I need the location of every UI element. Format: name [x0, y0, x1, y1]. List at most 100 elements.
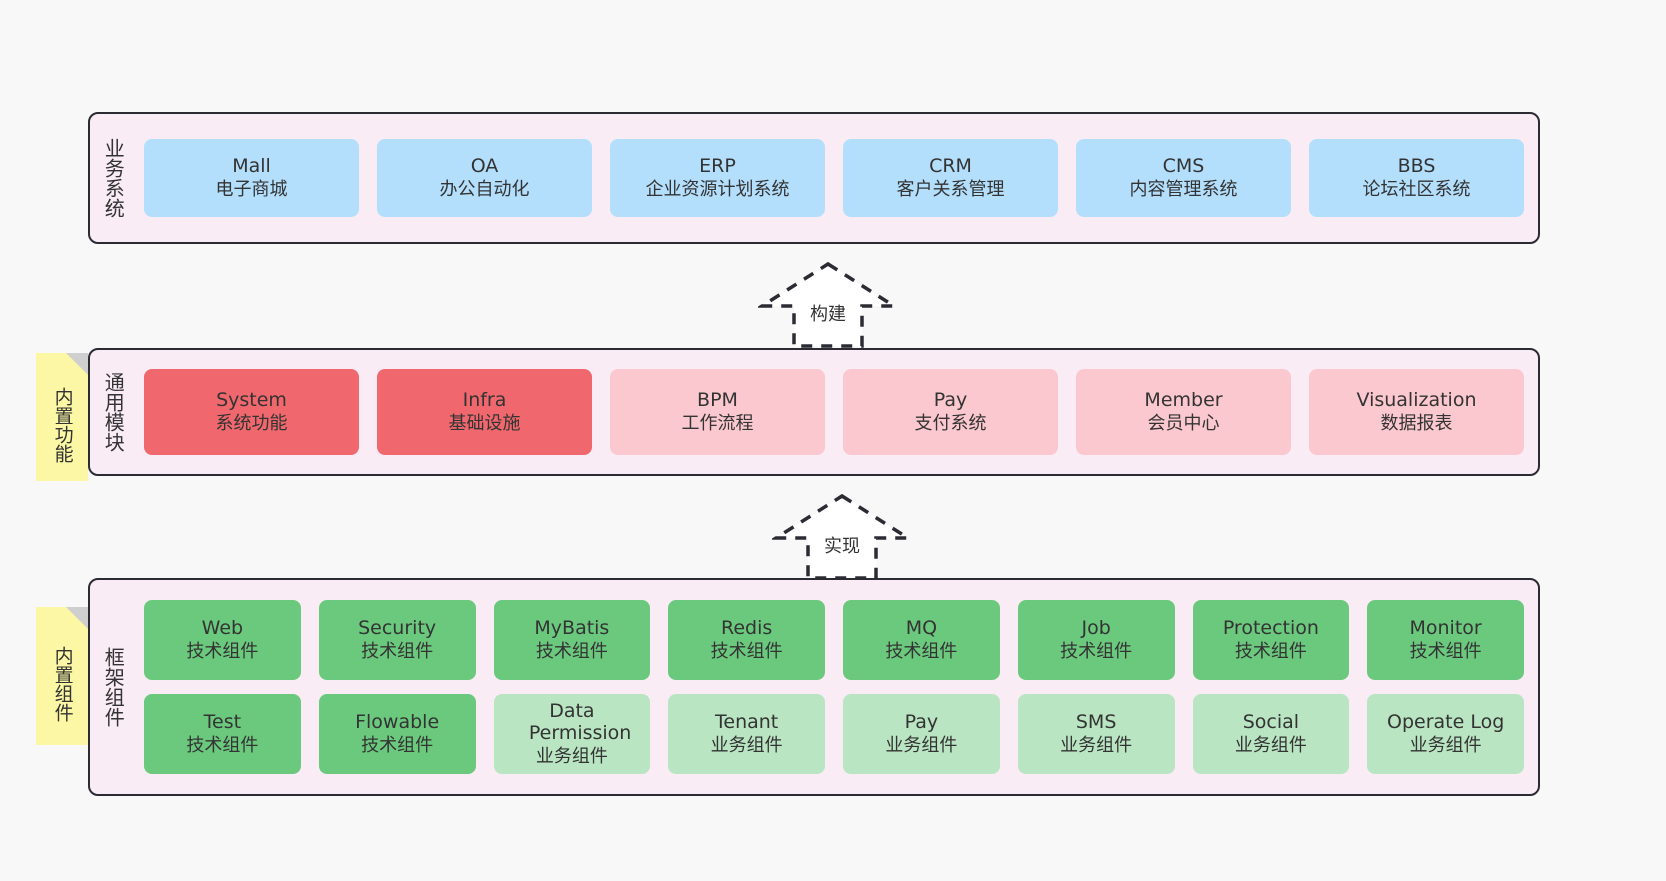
- box-pay[interactable]: Pay 支付系统: [843, 369, 1058, 455]
- box-title: Monitor: [1409, 617, 1482, 640]
- box-tenant[interactable]: Tenant 业务组件: [668, 694, 825, 774]
- box-subtitle: 业务组件: [1060, 735, 1133, 757]
- box-subtitle: 内容管理系统: [1129, 179, 1238, 201]
- box-subtitle: 业务组件: [885, 735, 958, 757]
- box-job[interactable]: Job 技术组件: [1017, 600, 1175, 680]
- box-title: Test: [203, 711, 242, 734]
- box-title: Web: [201, 617, 244, 640]
- note-fold-icon: [66, 607, 88, 629]
- box-title: SMS: [1075, 711, 1117, 734]
- box-erp[interactable]: ERP 企业资源计划系统: [610, 139, 825, 217]
- box-title: ERP: [699, 155, 736, 178]
- box-subtitle: 客户关系管理: [896, 179, 1005, 201]
- implement-arrow-label: 实现: [824, 536, 860, 557]
- box-subtitle: 业务组件: [535, 746, 608, 768]
- layer-framework-components: 框架组件 Web 技术组件 Security 技术组件 MyBatis 技术组件…: [88, 578, 1540, 796]
- layer-body-business-systems: Mall 电子商城 OA 办公自动化 ERP 企业资源计划系统 CRM 客户关系…: [136, 114, 1538, 242]
- build-arrow: 构建: [758, 260, 898, 350]
- box-bpm[interactable]: BPM 工作流程: [610, 369, 825, 455]
- box-title: Security: [358, 617, 437, 640]
- box-subtitle: 技术组件: [186, 641, 259, 663]
- box-row: Mall 电子商城 OA 办公自动化 ERP 企业资源计划系统 CRM 客户关系…: [144, 139, 1524, 217]
- box-subtitle: 数据报表: [1380, 413, 1453, 435]
- box-cms[interactable]: CMS 内容管理系统: [1076, 139, 1291, 217]
- box-data-permission[interactable]: Data Permission 业务组件: [493, 694, 651, 774]
- box-bbs[interactable]: BBS 论坛社区系统: [1309, 139, 1524, 217]
- box-mq[interactable]: MQ 技术组件: [843, 600, 1000, 680]
- box-social[interactable]: Social 业务组件: [1192, 694, 1350, 774]
- note-builtin-features: 内置功能: [36, 353, 88, 481]
- box-infra[interactable]: Infra 基础设施: [377, 369, 592, 455]
- box-subtitle: 技术组件: [1409, 641, 1482, 663]
- box-sms[interactable]: SMS 业务组件: [1017, 694, 1175, 774]
- box-oa[interactable]: OA 办公自动化: [377, 139, 592, 217]
- layer-title-business-systems: 业务系统: [101, 138, 126, 218]
- box-test[interactable]: Test 技术组件: [144, 694, 301, 774]
- box-title: MQ: [905, 617, 938, 640]
- box-operate-log[interactable]: Operate Log 业务组件: [1367, 694, 1524, 774]
- box-title: MyBatis: [534, 617, 610, 640]
- box-subtitle: 工作流程: [681, 413, 754, 435]
- box-row: System 系统功能 Infra 基础设施 BPM 工作流程 Pay 支付系统…: [144, 369, 1524, 455]
- box-security[interactable]: Security 技术组件: [318, 600, 476, 680]
- layer-common-modules: 通用模块 System 系统功能 Infra 基础设施 BPM 工作流程 Pay…: [88, 348, 1540, 476]
- box-title: OA: [470, 155, 499, 178]
- box-subtitle: 业务组件: [710, 735, 783, 757]
- note-label: 内置组件: [51, 646, 74, 722]
- box-title: Data Permission: [528, 699, 632, 745]
- box-title: Redis: [720, 617, 773, 640]
- box-title: Tenant: [715, 711, 779, 734]
- box-subtitle: 技术组件: [361, 641, 434, 663]
- box-title: Job: [1081, 617, 1111, 640]
- box-subtitle: 业务组件: [1234, 735, 1307, 757]
- box-title: System: [216, 389, 287, 412]
- box-title: BPM: [697, 389, 738, 412]
- box-subtitle: 企业资源计划系统: [645, 179, 790, 201]
- box-title: Pay: [904, 711, 939, 734]
- box-monitor[interactable]: Monitor 技术组件: [1367, 600, 1524, 680]
- box-title: Pay: [933, 389, 968, 412]
- box-title: Social: [1242, 711, 1300, 734]
- box-title: Visualization: [1356, 389, 1477, 412]
- box-subtitle: 论坛社区系统: [1362, 179, 1471, 201]
- box-subtitle: 技术组件: [186, 735, 259, 757]
- box-mybatis[interactable]: MyBatis 技术组件: [493, 600, 651, 680]
- box-visualization[interactable]: Visualization 数据报表: [1309, 369, 1524, 455]
- box-subtitle: 技术组件: [710, 641, 783, 663]
- box-row: Test 技术组件 Flowable 技术组件 Data Permission …: [144, 694, 1524, 774]
- layer-title-common-modules: 通用模块: [101, 372, 126, 452]
- box-subtitle: 系统功能: [215, 413, 288, 435]
- box-title: Flowable: [355, 711, 440, 734]
- box-web[interactable]: Web 技术组件: [144, 600, 301, 680]
- box-crm[interactable]: CRM 客户关系管理: [843, 139, 1058, 217]
- box-subtitle: 电子商城: [215, 179, 288, 201]
- box-protection[interactable]: Protection 技术组件: [1192, 600, 1350, 680]
- box-redis[interactable]: Redis 技术组件: [668, 600, 825, 680]
- box-member[interactable]: Member 会员中心: [1076, 369, 1291, 455]
- box-subtitle: 技术组件: [885, 641, 958, 663]
- box-flowable[interactable]: Flowable 技术组件: [318, 694, 476, 774]
- box-pay-component[interactable]: Pay 业务组件: [843, 694, 1000, 774]
- layer-business-systems: 业务系统 Mall 电子商城 OA 办公自动化 ERP 企业资源计划系统 CRM…: [88, 112, 1540, 244]
- box-title: CRM: [929, 155, 972, 178]
- note-fold-icon: [66, 353, 88, 375]
- box-title: CMS: [1162, 155, 1205, 178]
- box-subtitle: 基础设施: [448, 413, 521, 435]
- note-label: 内置功能: [51, 387, 74, 463]
- box-subtitle: 支付系统: [914, 413, 987, 435]
- box-mall[interactable]: Mall 电子商城: [144, 139, 359, 217]
- layer-body-common-modules: System 系统功能 Infra 基础设施 BPM 工作流程 Pay 支付系统…: [136, 350, 1538, 474]
- box-subtitle: 技术组件: [535, 641, 608, 663]
- layer-body-framework-components: Web 技术组件 Security 技术组件 MyBatis 技术组件 Redi…: [136, 580, 1538, 794]
- box-subtitle: 技术组件: [1060, 641, 1133, 663]
- box-subtitle: 会员中心: [1147, 413, 1220, 435]
- box-subtitle: 技术组件: [1234, 641, 1307, 663]
- layer-title-framework-components: 框架组件: [101, 647, 126, 727]
- build-arrow-label: 构建: [810, 304, 846, 325]
- box-row: Web 技术组件 Security 技术组件 MyBatis 技术组件 Redi…: [144, 600, 1524, 680]
- box-title: Protection: [1222, 617, 1319, 640]
- box-system[interactable]: System 系统功能: [144, 369, 359, 455]
- box-subtitle: 办公自动化: [439, 179, 530, 201]
- box-title: Mall: [232, 155, 271, 178]
